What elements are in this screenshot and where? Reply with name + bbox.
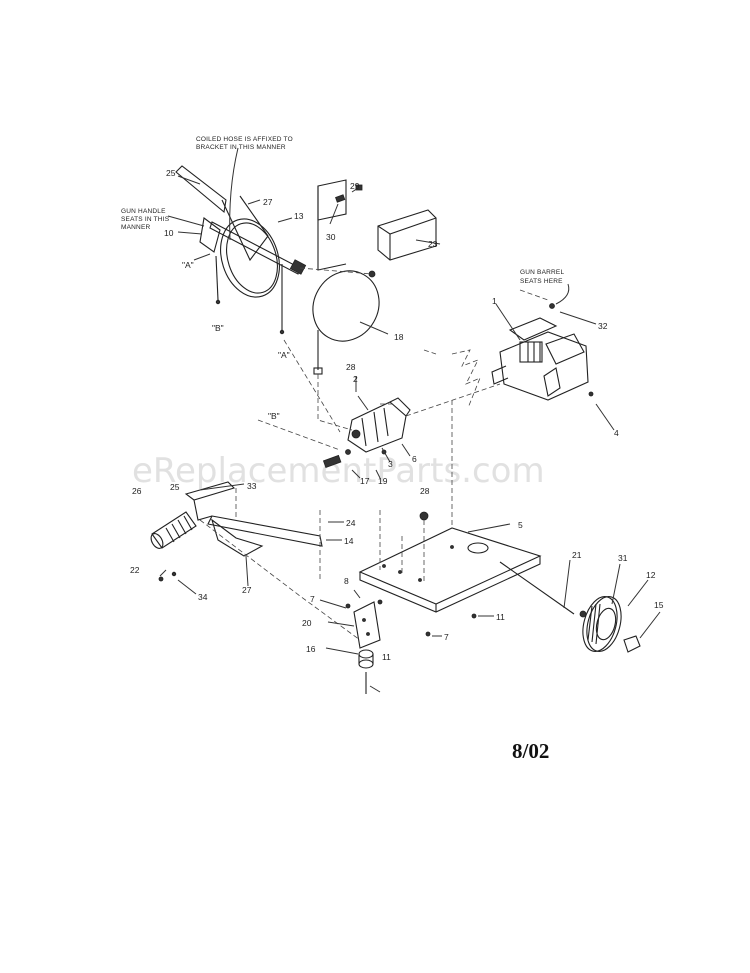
engine-assembly <box>491 303 594 401</box>
base-plate <box>358 511 542 613</box>
callout-34: 34 <box>198 592 208 602</box>
callout-33: 33 <box>247 481 257 491</box>
callout-a-left: "A" <box>182 260 194 270</box>
callout-5: 5 <box>518 520 523 530</box>
gun-barrel-note: GUN BARREL SEATS HERE <box>520 269 570 305</box>
callout-28-bottom: 28 <box>420 486 430 496</box>
callout-32: 32 <box>598 321 608 331</box>
svg-text:MANNER: MANNER <box>121 224 150 231</box>
gun-handle-note: GUN HANDLE SEATS IN THIS MANNER <box>121 208 205 231</box>
coiled-hose-note: COILED HOSE IS AFFIXED TO BRACKET IN THI… <box>196 136 293 151</box>
callout-16: 16 <box>306 644 316 654</box>
engine-cover-23 <box>377 209 437 261</box>
panel-and-hose <box>312 179 380 375</box>
foot-bracket <box>345 599 477 694</box>
callout-7-left: 7 <box>310 594 315 604</box>
callout-7-right: 7 <box>444 632 449 642</box>
callout-27-top: 27 <box>263 197 273 207</box>
svg-text:SEATS IN THIS: SEATS IN THIS <box>121 216 170 223</box>
wheel-assembly <box>499 561 641 653</box>
callout-15: 15 <box>654 600 664 610</box>
callout-25-top: 25 <box>166 168 176 178</box>
callout-b-mid: "B" <box>268 411 280 421</box>
date-stamp: 8/02 <box>512 739 549 763</box>
callout-20: 20 <box>302 618 312 628</box>
callout-27-bottom: 27 <box>242 585 252 595</box>
callout-3: 3 <box>388 459 393 469</box>
callout-29: 29 <box>350 181 360 191</box>
callout-19: 19 <box>378 476 388 486</box>
callout-26: 26 <box>132 486 142 496</box>
svg-text:GUN BARREL: GUN BARREL <box>520 269 564 276</box>
callout-8: 8 <box>344 576 349 586</box>
svg-text:COILED HOSE IS AFFIXED TO: COILED HOSE IS AFFIXED TO <box>196 136 293 143</box>
callout-6: 6 <box>412 454 417 464</box>
callout-4: 4 <box>614 428 619 438</box>
callout-25-bottom: 25 <box>170 482 180 492</box>
callout-21: 21 <box>572 550 582 560</box>
svg-text:SEATS HERE: SEATS HERE <box>520 278 563 285</box>
callout-11-bottom: 11 <box>382 652 391 662</box>
callout-30: 30 <box>326 232 336 242</box>
callout-23: 23 <box>428 239 438 249</box>
callout-1: 1 <box>492 296 497 306</box>
push-handle <box>150 481 323 582</box>
callout-28-top: 28 <box>346 362 356 372</box>
callout-22: 22 <box>130 565 140 575</box>
leader-lines <box>159 175 661 693</box>
callout-14: 14 <box>344 536 354 546</box>
callout-17: 17 <box>360 476 370 486</box>
callout-2: 2 <box>353 374 358 384</box>
callout-b-top: "B" <box>212 323 224 333</box>
callout-13: 13 <box>294 211 304 221</box>
svg-text:BRACKET IN THIS MANNER: BRACKET IN THIS MANNER <box>196 144 286 151</box>
callout-31: 31 <box>618 553 628 563</box>
callout-a-right: "A" <box>278 350 290 360</box>
callout-11-right: 11 <box>496 612 505 622</box>
callout-10: 10 <box>164 228 174 238</box>
svg-text:GUN HANDLE: GUN HANDLE <box>121 208 166 215</box>
hose-reel-bracket <box>175 147 307 335</box>
callout-18: 18 <box>394 332 404 342</box>
callout-12: 12 <box>646 570 656 580</box>
callout-labels: 25 27 13 10 "A" "B" "A" 29 30 23 18 1 32… <box>130 168 664 662</box>
assembly-lines <box>199 267 549 641</box>
callout-24: 24 <box>346 518 356 528</box>
